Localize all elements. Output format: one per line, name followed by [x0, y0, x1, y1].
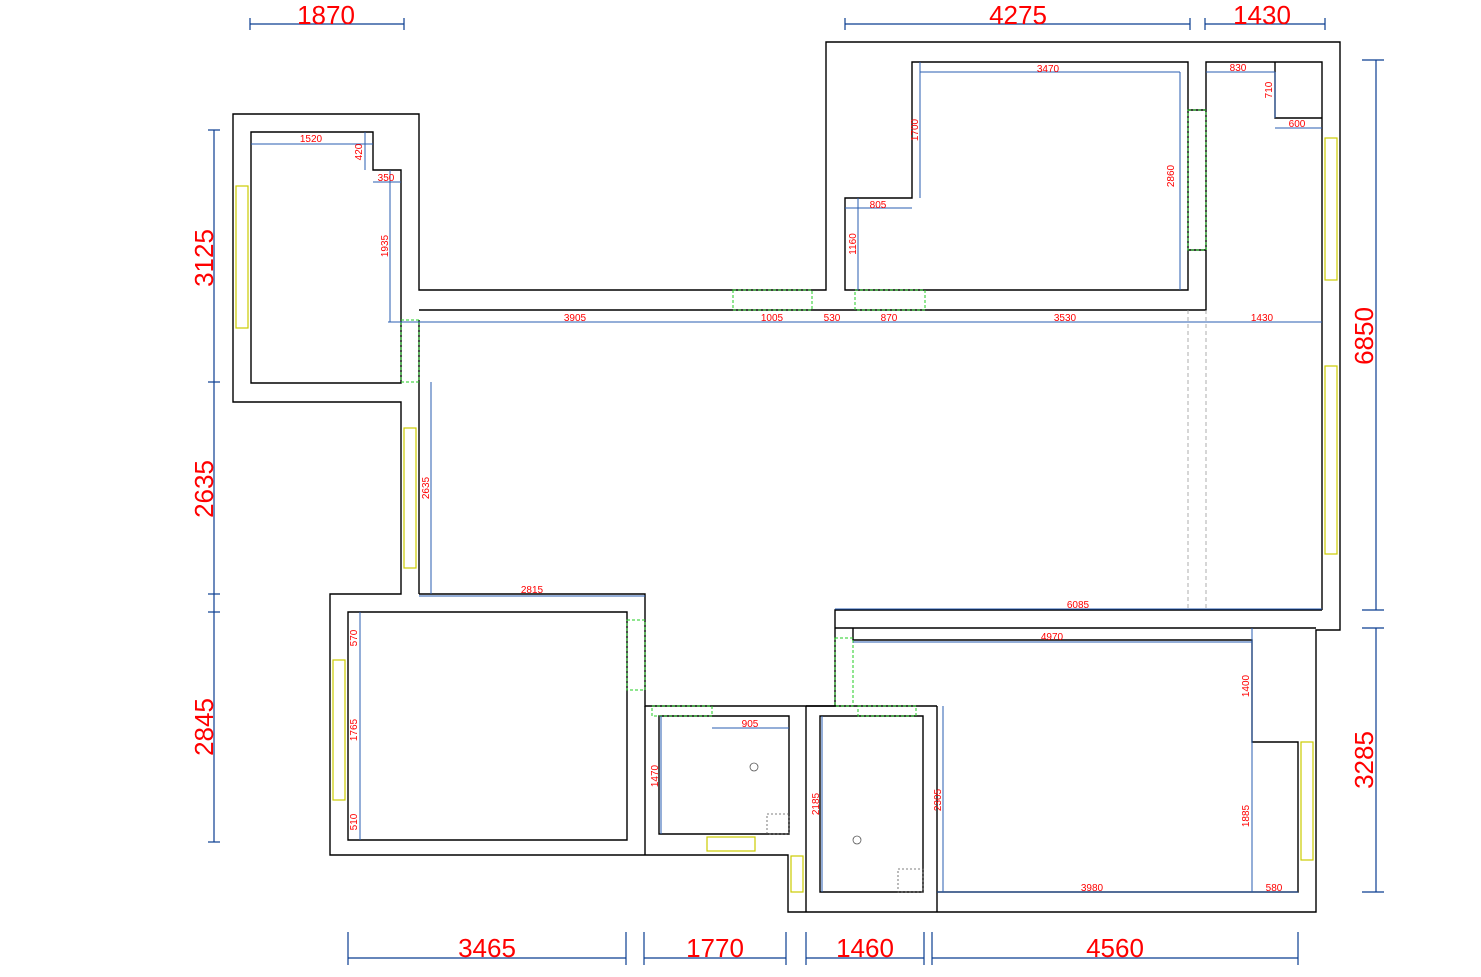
dim-label: 1400: [1241, 674, 1252, 697]
fixtures: [749, 762, 924, 893]
dim-label: 2635: [421, 476, 432, 499]
dim-label: 3905: [564, 313, 587, 324]
dim-label: 2860: [1166, 164, 1177, 187]
dim-label: 1700: [910, 118, 921, 141]
dim-label: 805: [870, 200, 887, 211]
windows: [235, 137, 1338, 893]
dim-bottom-1460: 1460: [836, 933, 894, 963]
window-right-bottom: [1300, 741, 1314, 861]
dim-label: 420: [354, 143, 365, 160]
floor-drain-icon: [852, 835, 862, 845]
interior-dimension-lines: [251, 62, 1322, 893]
dim-right-3285: 3285: [1349, 731, 1379, 789]
dim-label: 4970: [1041, 632, 1064, 643]
window-right-top: [1324, 137, 1338, 281]
dim-bottom-3465: 3465: [458, 933, 516, 963]
dim-label: 3530: [1054, 313, 1077, 324]
dim-label: 870: [881, 313, 898, 324]
dim-label: 905: [742, 719, 759, 730]
outer-dimension-labels: 1870 4275 1430 3465 1770 1460 4560 3125 …: [189, 0, 1379, 963]
dim-left-2635: 2635: [189, 460, 219, 518]
window-left-top: [235, 185, 249, 329]
floor-drain-icon: [749, 762, 759, 772]
dim-top-1870: 1870: [297, 0, 355, 30]
dim-top-4275: 4275: [989, 0, 1047, 30]
dim-label: 1470: [650, 764, 661, 787]
dim-bottom-4560: 4560: [1086, 933, 1144, 963]
dim-left-2845: 2845: [189, 698, 219, 756]
dim-label: 830: [1230, 63, 1247, 74]
dim-top-1430: 1430: [1233, 0, 1291, 30]
window-left-bottom: [332, 659, 346, 801]
dim-label: 510: [349, 813, 360, 830]
dim-label: 1935: [380, 234, 391, 257]
dim-label: 1765: [349, 718, 360, 741]
dim-label: 580: [1266, 883, 1283, 894]
window-bath2: [790, 855, 804, 893]
exterior-walls: [232, 41, 1341, 913]
dim-label: 1430: [1251, 313, 1274, 324]
dim-label: 3470: [1037, 64, 1060, 75]
dim-label: 350: [378, 173, 395, 184]
dim-label: 1160: [848, 233, 859, 255]
dim-label: 2305: [933, 788, 944, 811]
outer-dimension-lines: [208, 18, 1384, 965]
dim-label: 530: [824, 313, 841, 324]
dim-label: 2815: [521, 585, 544, 596]
dim-label: 1520: [300, 134, 323, 145]
dim-left-3125: 3125: [189, 229, 219, 287]
window-bath1: [706, 836, 756, 852]
dim-label: 710: [1264, 81, 1275, 98]
dim-label: 1885: [1241, 804, 1252, 827]
dim-bottom-1770: 1770: [686, 933, 744, 963]
door-openings: [400, 109, 1207, 717]
dim-label: 600: [1289, 119, 1306, 130]
dim-right-6850: 6850: [1349, 307, 1379, 365]
dim-label: 570: [349, 629, 360, 646]
dim-label: 6085: [1067, 600, 1090, 611]
interior-walls: [250, 61, 1323, 912]
dim-label: 1005: [761, 313, 784, 324]
interior-dimension-labels: 1520 420 350 1935 3905 1005 530 870 3530…: [300, 63, 1306, 894]
window-right-mid: [1324, 365, 1338, 555]
window-left-mid: [403, 427, 417, 569]
dim-label: 2185: [811, 792, 822, 815]
dim-label: 3980: [1081, 883, 1104, 894]
